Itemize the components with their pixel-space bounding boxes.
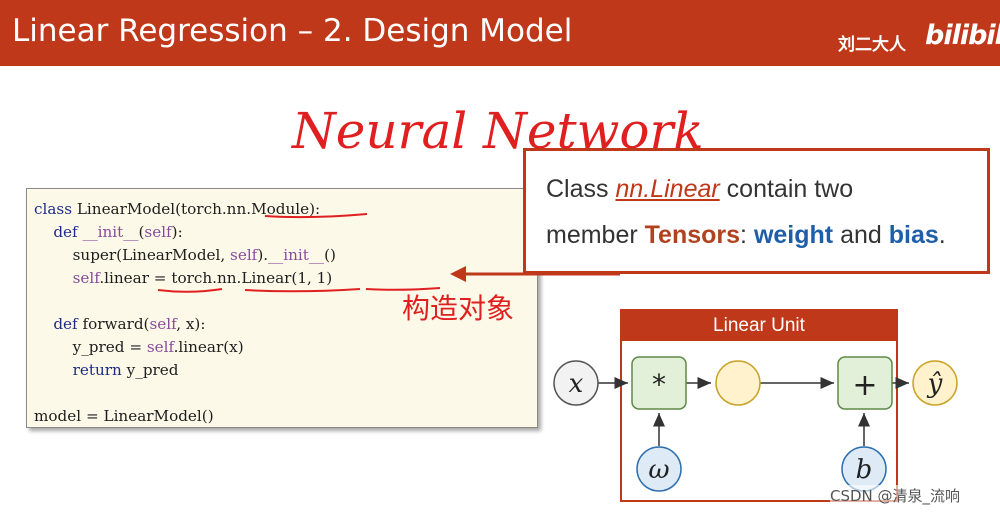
- code-keyword: class: [34, 200, 73, 218]
- node-x-label: x: [569, 369, 584, 399]
- code-text: forward(: [77, 315, 150, 333]
- slide-header: Linear Regression – 2. Design Model 刘二大人…: [0, 0, 1000, 66]
- code-text: y_pred: [121, 361, 179, 379]
- code-text: .linear = torch.nn.Linear(1, 1): [99, 269, 333, 287]
- code-self: self: [144, 223, 172, 241]
- bilibili-logo: bilibili: [925, 20, 1000, 51]
- callout-text: and: [840, 221, 882, 249]
- code-panel: class LinearModel(torch.nn.Module): def …: [26, 188, 538, 428]
- code-keyword: return: [72, 361, 122, 379]
- callout-weight: weight: [753, 221, 834, 249]
- code-text: .linear(x): [173, 338, 244, 356]
- code-self: self: [230, 246, 258, 264]
- code-text: model = LinearModel(): [34, 407, 214, 425]
- code-keyword: def: [53, 315, 78, 333]
- code-dunder: __init__: [268, 246, 325, 264]
- callout-text: contain two: [726, 175, 854, 203]
- callout-nn-linear: nn.Linear: [615, 175, 720, 203]
- code-text: ):: [171, 223, 183, 241]
- code-text: ).: [257, 246, 269, 264]
- code-text: (): [324, 246, 336, 264]
- code-text: (: [138, 223, 145, 241]
- code-text: super(LinearModel,: [72, 246, 231, 264]
- code-keyword: def: [53, 223, 78, 241]
- node-yhat-label: ŷ: [927, 369, 943, 399]
- linear-unit-frame: Linear Unit: [620, 309, 898, 502]
- code-text: , x):: [176, 315, 206, 333]
- code-self: self: [146, 338, 174, 356]
- author-brand: 刘二大人: [838, 35, 906, 55]
- code-text: LinearModel(torch.nn.Module):: [72, 200, 321, 218]
- code-block: class LinearModel(torch.nn.Module): def …: [34, 198, 336, 428]
- code-self: self: [72, 269, 100, 287]
- callout-text: Class: [546, 175, 609, 203]
- code-self: self: [149, 315, 177, 333]
- callout-text: :: [740, 221, 747, 249]
- csdn-watermark: CSDN @清泉_流响: [830, 485, 961, 506]
- code-text: y_pred =: [72, 338, 147, 356]
- callout-line-2: member Tensors: weight and bias.: [546, 221, 946, 250]
- slide-title: Linear Regression – 2. Design Model: [12, 13, 573, 49]
- callout-text: member: [546, 221, 638, 249]
- node-x: [553, 360, 599, 406]
- callout-text: .: [938, 221, 946, 249]
- code-dunder: __init__: [82, 223, 139, 241]
- callout-bias: bias: [888, 221, 939, 249]
- callout-tensors: Tensors: [644, 221, 741, 249]
- linear-unit-title: Linear Unit: [622, 311, 896, 341]
- node-yhat: [912, 360, 958, 406]
- nn-linear-callout: Class nn.Linear contain two member Tenso…: [523, 148, 990, 274]
- callout-line-1: Class nn.Linear contain two: [546, 175, 853, 204]
